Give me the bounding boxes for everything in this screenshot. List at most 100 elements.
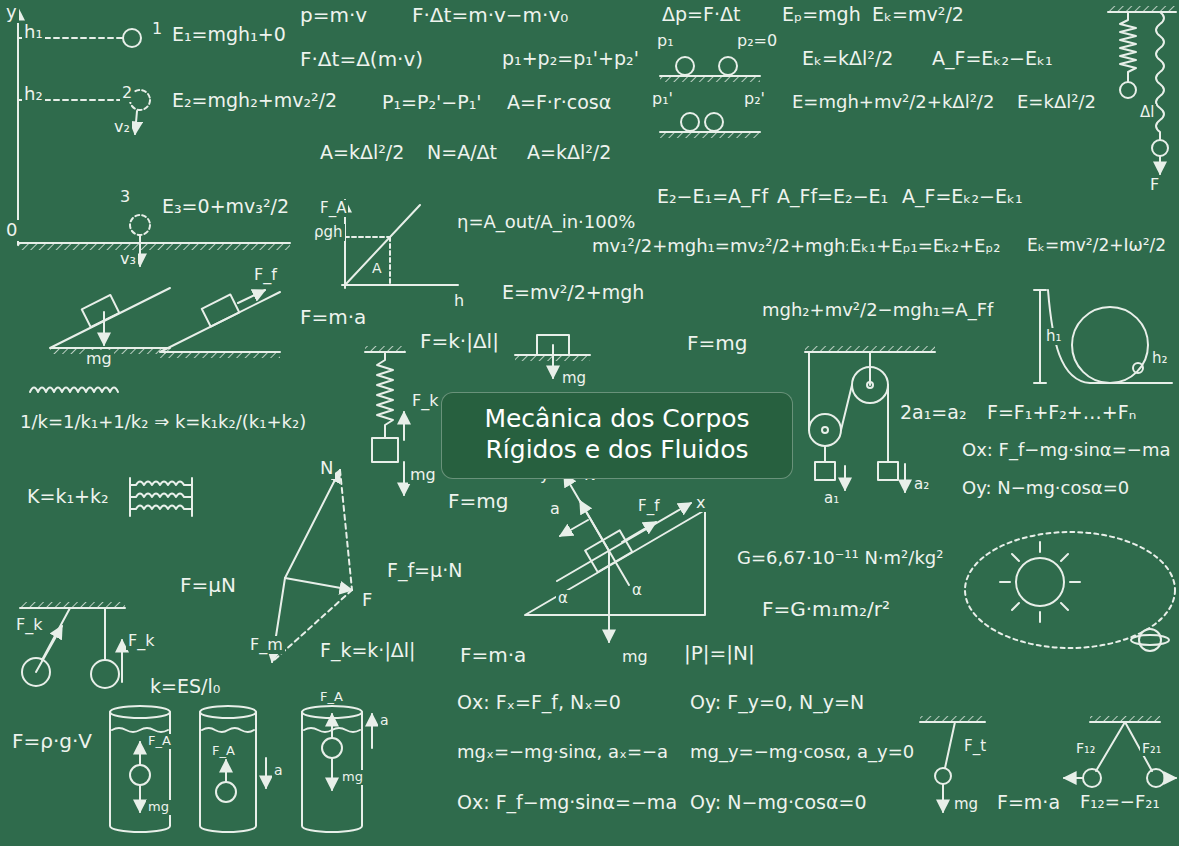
formula-label: E₂−E₁=A_Ff: [655, 186, 770, 208]
force-height-graph-part: [345, 205, 420, 285]
formula-label: K=k₁+k₂: [25, 486, 111, 508]
fluid-cylinders-part: [371, 714, 373, 748]
formula-label: x: [694, 494, 707, 512]
incline-axes-part: [564, 474, 629, 585]
energy-heights-part: [17, 8, 19, 245]
formula-label: F₂₁: [1140, 740, 1163, 756]
spring-with-weight-part: [403, 462, 405, 495]
force-triangle-part: [285, 470, 340, 578]
pulley-system-part: [887, 385, 889, 462]
formula-label: F_m: [248, 636, 285, 654]
formula-label: A=F·r·cosα: [505, 92, 613, 114]
block-on-floor-part: [552, 345, 554, 378]
formula-label: Eₖ₁+Eₚ₁=Eₖ₂+Eₚ₂: [848, 236, 1002, 257]
inclined-planes-part: [160, 292, 280, 352]
force-triangle: [272, 470, 352, 662]
formula-label: k=ES/l₀: [148, 676, 222, 698]
fluid-cylinders-part: [202, 728, 254, 732]
formula-label: p₁': [650, 90, 675, 108]
formula-label: F₁₂=−F₂₁: [1078, 792, 1162, 813]
formula-label: mg: [84, 350, 114, 368]
fluid-cylinders-part: [331, 714, 333, 738]
pendulums-part: [942, 784, 944, 812]
energy-heights-part: [123, 29, 141, 47]
energy-heights-part: [139, 236, 141, 266]
formula-label: A=kΔl²/2: [318, 142, 406, 164]
pulley-system-part: [852, 367, 888, 403]
formula-label: F_t: [962, 738, 988, 755]
pulley-system-part: [824, 446, 826, 462]
pulley-system-part: [808, 352, 810, 430]
formula-label: mgₓ=−mg·sinα, aₓ=−a: [455, 742, 670, 763]
collision-sketches-part: [660, 131, 760, 133]
formula-label: p₁: [655, 32, 676, 50]
fluid-cylinders-part: [139, 742, 141, 765]
formula-label: E₃=0+mv₃²/2: [160, 196, 291, 218]
formula-label: E₂=mgh₂+mv₂²/2: [170, 90, 339, 112]
formula-label: Oy: N−mg·cosα=0: [688, 792, 869, 814]
formula-label: F=mg: [446, 490, 510, 513]
spring-with-weight-part: [377, 352, 393, 438]
incline-axes-part: [557, 503, 691, 581]
inclined-planes: [50, 288, 280, 358]
hanging-springs-part: [1108, 11, 1176, 13]
formula-label: a₁: [822, 490, 841, 507]
pulley-system-part: [869, 352, 871, 385]
force-triangle-part: [340, 470, 352, 590]
pendulums-part: [920, 716, 985, 722]
formula-label: a₂: [912, 476, 931, 493]
formula-label: 2a₁=a₂: [898, 402, 969, 424]
formula-label: 0: [4, 220, 19, 241]
formula-label: mgh₂+mv²/2−mgh₁=A_Ff: [760, 300, 995, 321]
energy-heights-part: [130, 215, 150, 235]
formula-label: mg: [408, 466, 438, 484]
formula-label: mg: [620, 648, 650, 666]
formula-label: p=m·v: [298, 4, 369, 27]
pulley-system-part: [822, 427, 828, 433]
hanging-springs-part: [1159, 156, 1161, 174]
formula-label: ρgh: [312, 224, 345, 241]
formula-label: v₃: [118, 250, 138, 268]
hanging-springs-part: [1120, 82, 1136, 98]
incline-axes-part: [622, 522, 656, 542]
orbit-sketch-part: [1139, 629, 1161, 651]
hanging-springs-part: [1156, 12, 1164, 140]
formula-label: 3: [118, 188, 132, 206]
collision-sketches-part: [681, 113, 699, 131]
formula-label: α: [630, 582, 644, 599]
fluid-cylinders-part: [216, 782, 236, 802]
collision-sketches-part: [660, 132, 760, 138]
orbit-sketch: [965, 532, 1175, 651]
force-triangle-part: [285, 578, 352, 590]
pulley-system-part: [844, 466, 846, 490]
fluid-cylinders-part: [265, 758, 267, 788]
formula-label: A_F=Eₖ₂−Eₖ₁: [900, 186, 1025, 208]
orbit-sketch-part: [1131, 635, 1169, 645]
formula-label: h₁: [1044, 328, 1064, 345]
fluid-cylinders-part: [200, 712, 256, 832]
formula-label: F·Δt=Δ(m·v): [298, 48, 425, 71]
pendulums-part: [945, 722, 955, 768]
pulley-system-part: [809, 414, 841, 446]
force-height-graph-part: [342, 284, 458, 286]
hanging-springs-part: [1152, 140, 1168, 156]
pendulums-part: [1096, 722, 1125, 771]
formula-label: F·Δt=m·v−m·v₀: [410, 4, 570, 27]
formula-label: Eₖ=mv²/2+Iω²/2: [1025, 236, 1168, 256]
formula-label: F_f=μ·N: [385, 560, 464, 582]
hanging-springs-part: [1120, 12, 1136, 82]
formula-label: P₁=P₂'−P₁': [380, 92, 484, 114]
formula-label: a: [272, 762, 285, 778]
loop-track-part: [1034, 289, 1046, 291]
pendulums-part: [1166, 777, 1176, 779]
formula-label: F=ρ·g·V: [10, 730, 94, 753]
formula-label: Eₖ=kΔl²/2: [800, 48, 895, 70]
pulley-system-part: [815, 462, 835, 480]
formula-label: Ox: Fₓ=F_f, Nₓ=0: [455, 692, 623, 714]
collision-sketches-part: [660, 76, 760, 82]
inclined-planes-part: [202, 294, 240, 326]
formula-label: F_A: [210, 744, 237, 759]
formula-label: G=6,67·10⁻¹¹ N·m²/kg²: [735, 548, 945, 569]
fluid-cylinders-part: [110, 712, 170, 832]
formula-label: F_A: [318, 690, 345, 705]
